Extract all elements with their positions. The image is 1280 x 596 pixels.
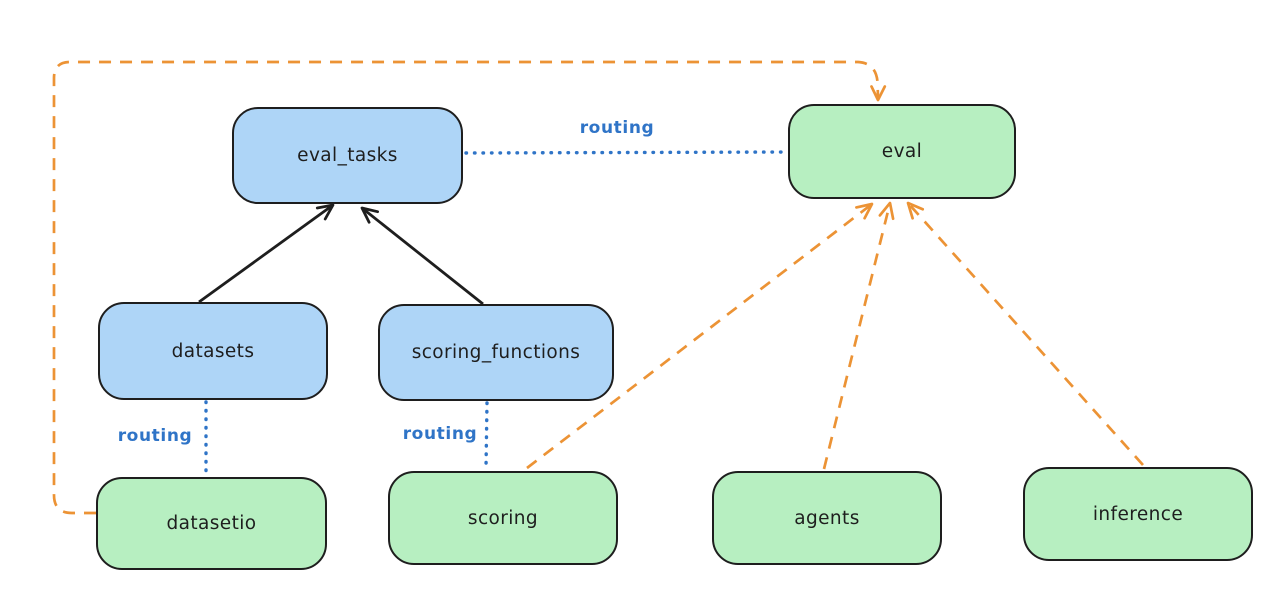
node-scoring-functions: scoring_functions [378,304,614,401]
edge-scoring-functions-to-eval-tasks [360,206,484,306]
edge-datasets-to-eval-tasks [198,203,335,304]
edge-datasetio-to-eval-loop [52,60,887,515]
edge-scoring-to-eval [526,202,874,470]
node-datasetio-label: datasetio [166,513,257,534]
edge-eval-tasks-to-eval-routing [464,150,788,155]
edge-label-routing-datasets-datasetio: routing [117,426,193,446]
node-eval-label: eval [881,141,923,162]
node-agents-label: agents [794,507,860,529]
node-datasets-label: datasets [171,340,255,362]
node-scoring-functions-label: scoring_functions [411,342,581,363]
node-eval: eval [788,104,1016,199]
node-scoring: scoring [388,471,618,565]
node-scoring-label: scoring [467,507,539,529]
edge-agents-to-eval [822,201,895,470]
edge-label-routing-scoring-functions-scoring: routing [402,424,478,444]
edge-inference-to-eval [906,201,1145,466]
node-inference: inference [1023,467,1253,561]
node-agents: agents [712,471,942,565]
node-datasetio: datasetio [96,477,327,570]
node-eval-tasks: eval_tasks [232,107,463,204]
edge-label-routing-eval-tasks-eval: routing [579,118,655,138]
node-inference-label: inference [1092,503,1184,525]
edge-scoring-functions-to-scoring-routing [484,401,489,470]
node-eval-tasks-label: eval_tasks [297,145,398,166]
node-datasets: datasets [98,302,328,400]
